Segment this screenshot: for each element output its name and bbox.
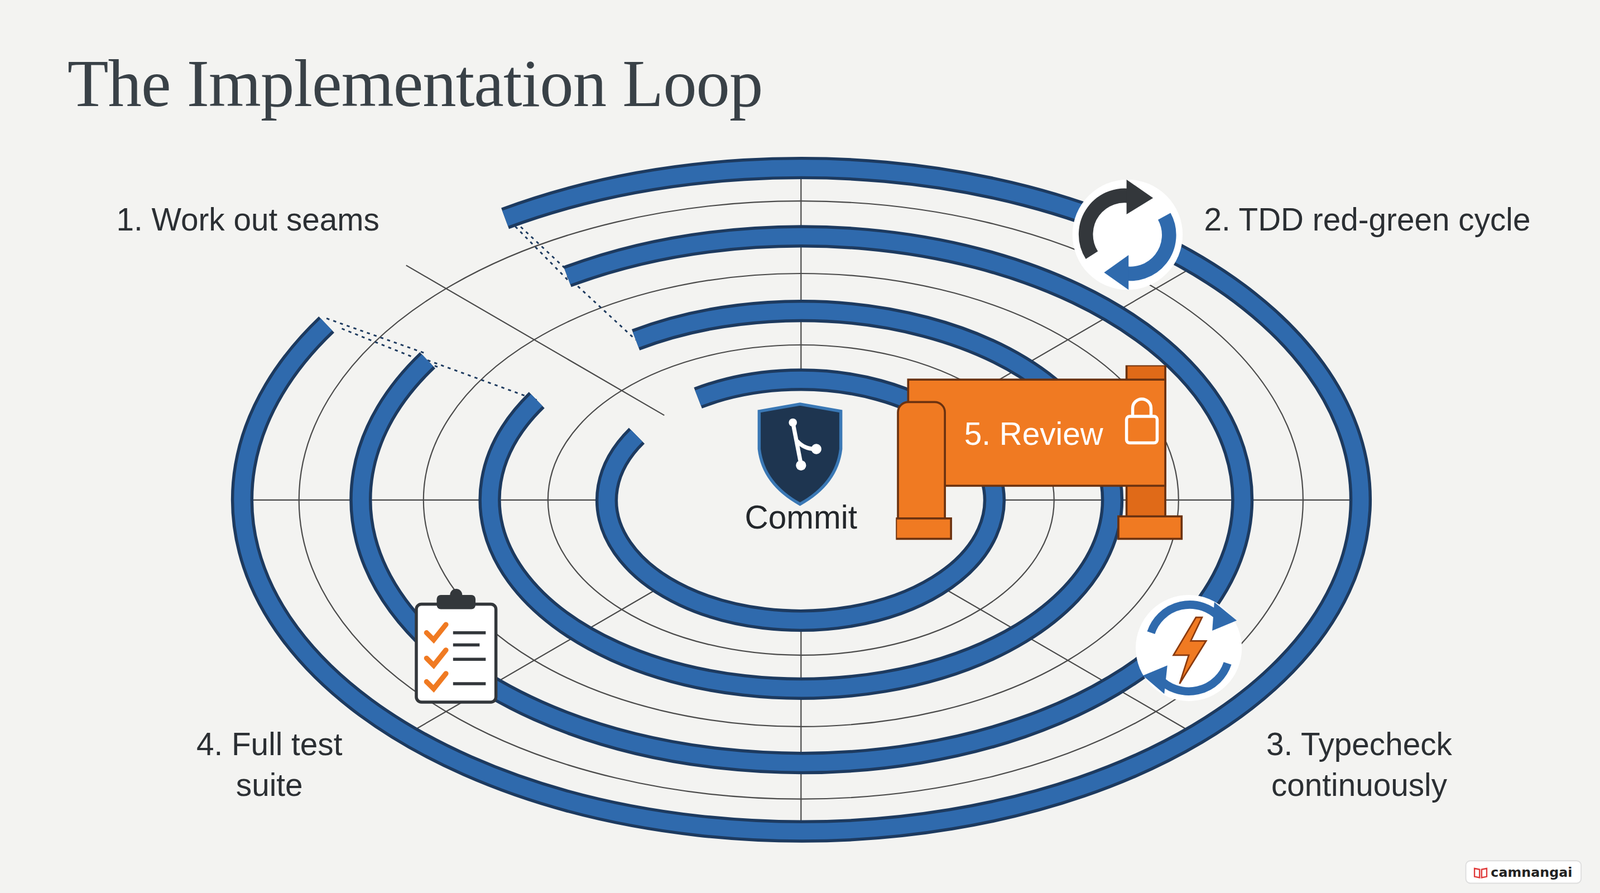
lightning-icon <box>1135 594 1242 701</box>
step-label: 3. Typecheck continuously <box>1236 724 1482 806</box>
watermark: camnangai <box>1465 859 1582 884</box>
lock-icon <box>1126 416 1158 444</box>
step-label: 2. TDD red-green cycle <box>1204 199 1552 241</box>
lock-icon <box>1132 399 1152 417</box>
shield-icon <box>758 404 841 504</box>
gate-foot <box>1118 516 1182 539</box>
commit-node: Commit <box>734 395 868 544</box>
gate-beam <box>907 379 1166 486</box>
cycle-icon <box>1072 179 1183 290</box>
watermark-icon <box>1473 866 1488 879</box>
watermark-icon <box>1474 868 1487 878</box>
step-label: 1. Work out seams <box>116 199 423 241</box>
gate-pillar <box>897 401 945 533</box>
node-text: 5. Review <box>937 416 1131 454</box>
step-label: 4. Full test suite <box>181 724 357 806</box>
clipboard-icon <box>416 588 497 703</box>
gate-node: 5. Review <box>895 365 1184 541</box>
gate-foot <box>895 518 951 540</box>
gate-shape <box>895 365 1184 541</box>
node-text: Commit <box>734 498 868 537</box>
diagram-title: The Implementation Loop <box>67 44 763 123</box>
